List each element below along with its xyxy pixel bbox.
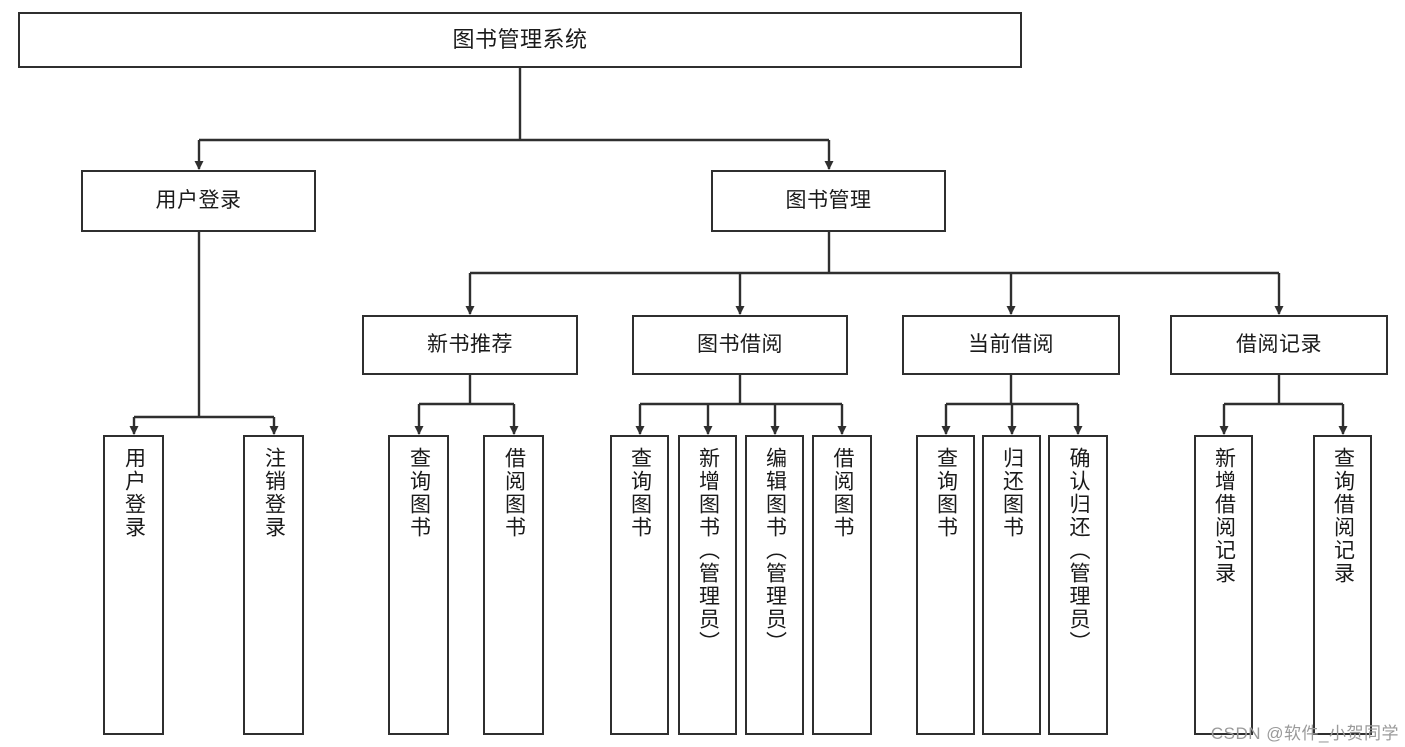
watermark-text: CSDN @软件_小贺同学 [1210, 724, 1399, 743]
node-bk-add[interactable]: 新增图书（管理员） [678, 435, 737, 735]
node-label-bookmgmt: 图书管理 [785, 188, 872, 212]
node-label-login: 用户登录 [155, 188, 242, 212]
node-record[interactable]: 借阅记录 [1170, 315, 1388, 375]
node-borrow[interactable]: 图书借阅 [632, 315, 848, 375]
node-bk-borrow[interactable]: 借阅图书 [812, 435, 872, 735]
node-root[interactable]: 图书管理系统 [18, 12, 1022, 68]
node-label-cu-return: 归还图书 [1000, 447, 1024, 539]
node-label-borrow: 图书借阅 [697, 332, 783, 356]
node-label-user-logout: 注销登录 [262, 447, 286, 539]
node-label-bk-borrow: 借阅图书 [831, 447, 855, 539]
node-label-rc-add: 新增借阅记录 [1212, 447, 1236, 585]
node-label-nb-query: 查询图书 [407, 447, 431, 539]
node-label-bk-edit: 编辑图书（管理员） [763, 447, 787, 654]
node-cu-confirm[interactable]: 确认归还（管理员） [1048, 435, 1108, 735]
node-cu-return[interactable]: 归还图书 [982, 435, 1041, 735]
node-current[interactable]: 当前借阅 [902, 315, 1120, 375]
node-rc-add[interactable]: 新增借阅记录 [1194, 435, 1253, 735]
node-label-bk-add: 新增图书（管理员） [696, 447, 720, 654]
node-label-cu-query: 查询图书 [934, 447, 958, 539]
node-newbook[interactable]: 新书推荐 [362, 315, 578, 375]
node-label-user-login: 用户登录 [122, 447, 146, 539]
node-label-current: 当前借阅 [968, 332, 1054, 356]
node-rc-query[interactable]: 查询借阅记录 [1313, 435, 1372, 735]
node-nb-borrow[interactable]: 借阅图书 [483, 435, 544, 735]
node-label-cu-confirm: 确认归还（管理员） [1067, 447, 1091, 654]
node-login[interactable]: 用户登录 [81, 170, 316, 232]
node-label-rc-query: 查询借阅记录 [1331, 447, 1355, 585]
node-label-nb-borrow: 借阅图书 [502, 447, 526, 539]
node-cu-query[interactable]: 查询图书 [916, 435, 975, 735]
node-bk-query[interactable]: 查询图书 [610, 435, 669, 735]
node-label-record: 借阅记录 [1236, 332, 1322, 356]
node-bookmgmt[interactable]: 图书管理 [711, 170, 946, 232]
node-label-bk-query: 查询图书 [628, 447, 652, 539]
node-label-root: 图书管理系统 [452, 27, 588, 53]
node-user-logout[interactable]: 注销登录 [243, 435, 304, 735]
node-nb-query[interactable]: 查询图书 [388, 435, 449, 735]
node-user-login[interactable]: 用户登录 [103, 435, 164, 735]
node-label-newbook: 新书推荐 [427, 332, 513, 356]
node-bk-edit[interactable]: 编辑图书（管理员） [745, 435, 804, 735]
